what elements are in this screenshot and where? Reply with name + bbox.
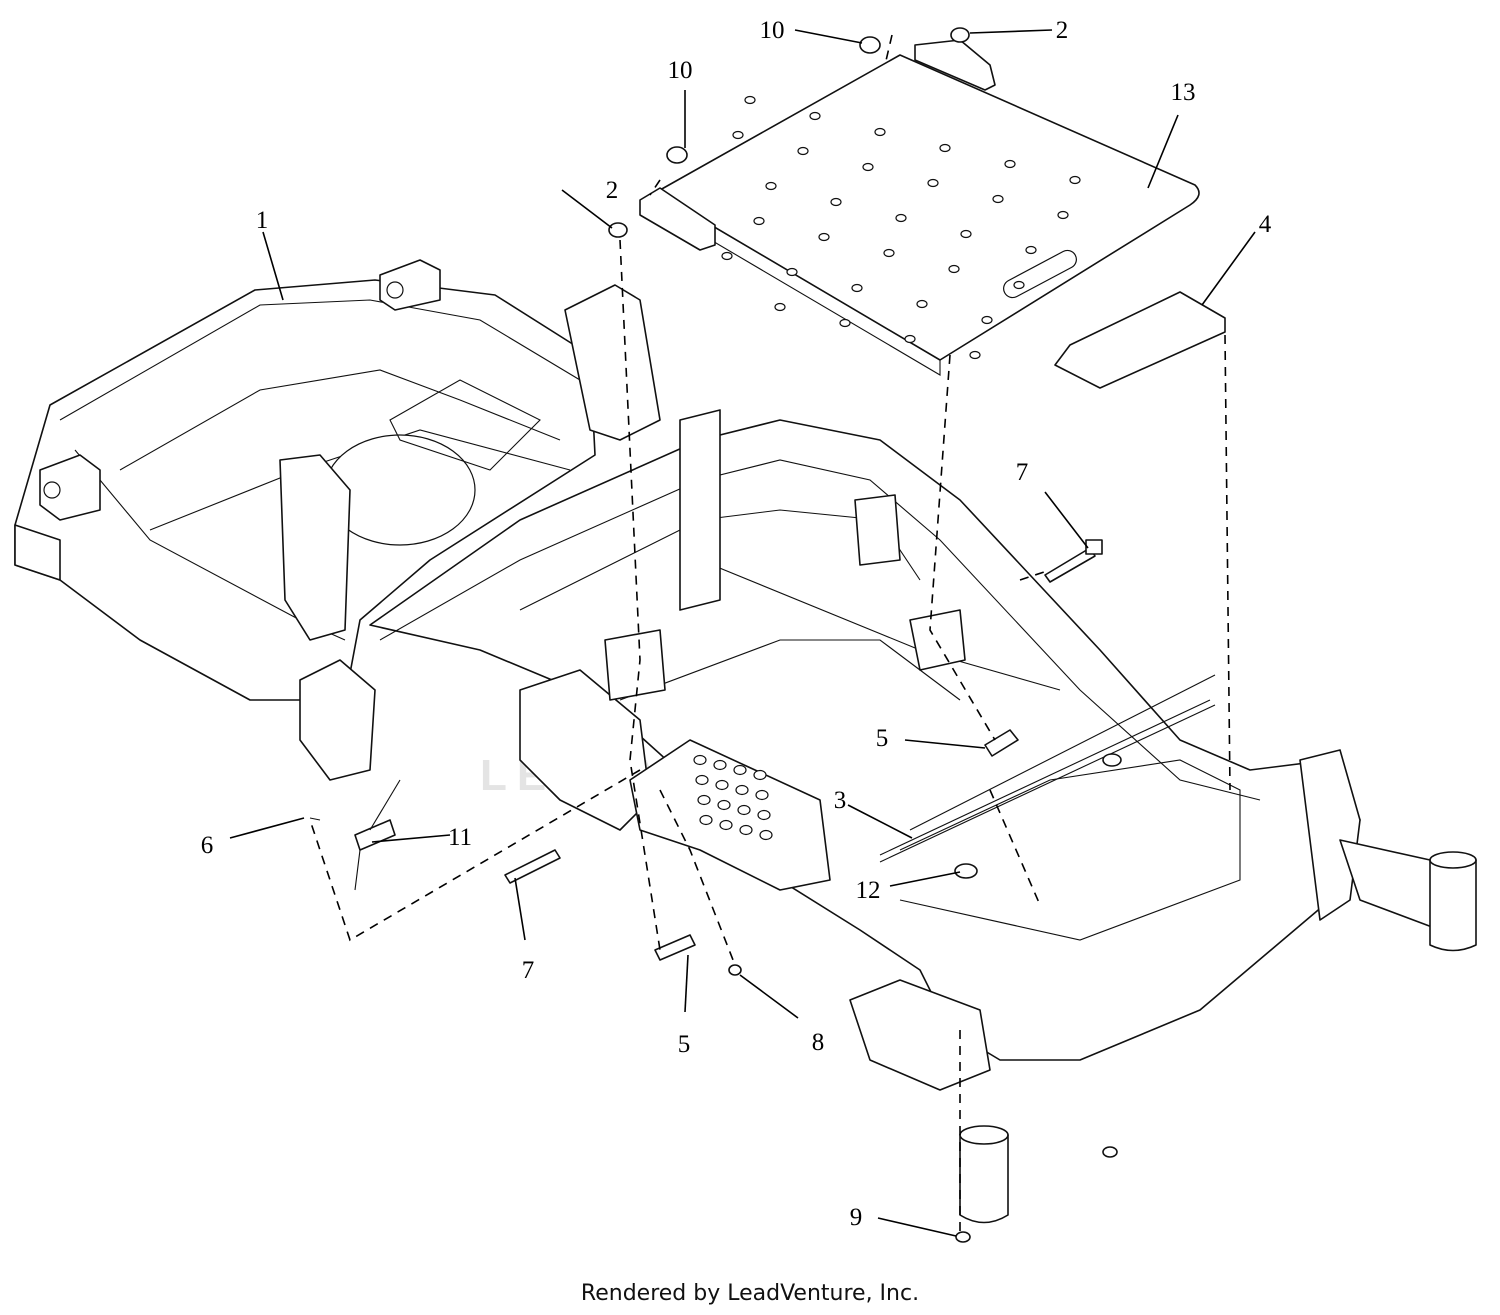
step-hole bbox=[735, 784, 749, 796]
callout-9: 9 bbox=[850, 1204, 863, 1231]
plate-hole bbox=[862, 162, 874, 172]
step-hole bbox=[715, 779, 729, 791]
plate-hole bbox=[809, 111, 821, 121]
callout-7: 7 bbox=[522, 957, 535, 984]
plate-hole bbox=[797, 146, 809, 156]
step-hole bbox=[733, 764, 747, 776]
callout-13: 13 bbox=[1171, 79, 1196, 106]
callout-8: 8 bbox=[812, 1029, 825, 1056]
plate-hole bbox=[992, 194, 1004, 204]
clevis-pin-11-handle-b bbox=[354, 849, 361, 891]
plate-hole-grid bbox=[721, 95, 1081, 360]
step-hole bbox=[719, 819, 733, 831]
step-hole bbox=[695, 774, 709, 786]
callout-2: 2 bbox=[1056, 17, 1069, 44]
plate-hole bbox=[939, 143, 951, 153]
callout-1: 1 bbox=[256, 207, 269, 234]
callout-6: 6 bbox=[201, 832, 214, 859]
plate-hole bbox=[774, 302, 786, 312]
step-hole bbox=[753, 769, 767, 781]
clevis-pin-11-handle-a bbox=[369, 779, 401, 831]
bushing-5a bbox=[984, 729, 1019, 757]
step-hole bbox=[693, 754, 707, 766]
step-hole bbox=[737, 804, 751, 816]
plate-hole bbox=[1004, 159, 1016, 169]
pin-7b bbox=[504, 849, 561, 884]
plate-hole bbox=[895, 213, 907, 223]
plate-hole bbox=[851, 283, 863, 293]
render-credit: Rendered by LeadVenture, Inc. bbox=[580, 1281, 920, 1306]
step-hole bbox=[713, 759, 727, 771]
step-hole-grid bbox=[693, 754, 773, 841]
callout-3: 3 bbox=[834, 787, 847, 814]
hardware bbox=[309, 27, 1122, 1243]
callout-5: 5 bbox=[876, 725, 889, 752]
plate-hole bbox=[927, 178, 939, 188]
step-hole bbox=[759, 829, 773, 841]
step-hole bbox=[697, 794, 711, 806]
rear-deck-plate bbox=[639, 39, 1200, 376]
plate-hole bbox=[874, 127, 886, 137]
frame-exploded-view: LEADVENTURE bbox=[14, 17, 1477, 1243]
step-hole bbox=[755, 789, 769, 801]
bumper-12 bbox=[954, 863, 978, 879]
callout-2: 2 bbox=[606, 177, 619, 204]
callout-11: 11 bbox=[448, 824, 472, 851]
main-chassis-frame bbox=[14, 259, 661, 781]
nut-9 bbox=[955, 1231, 971, 1243]
step-hole bbox=[717, 799, 731, 811]
plate-hole bbox=[830, 197, 842, 207]
plate-hole bbox=[1057, 210, 1069, 220]
nut-10a bbox=[859, 36, 881, 54]
nut-8 bbox=[728, 964, 742, 976]
callout-4: 4 bbox=[1259, 211, 1272, 238]
cotter-pin-6 bbox=[309, 817, 321, 821]
plate-hole bbox=[1069, 175, 1081, 185]
plate-hole bbox=[948, 264, 960, 274]
assembly-lines bbox=[309, 34, 1231, 1235]
plate-hole bbox=[916, 299, 928, 309]
nut-10b bbox=[666, 146, 688, 164]
plate-hole bbox=[765, 181, 777, 191]
bumper-extra bbox=[1102, 753, 1122, 767]
bushing-5b bbox=[654, 934, 696, 961]
callout-12: 12 bbox=[856, 877, 881, 904]
callout-7: 7 bbox=[1016, 459, 1029, 486]
plate-hole bbox=[786, 267, 798, 277]
plate-hole bbox=[1013, 280, 1025, 290]
plate-hole bbox=[839, 318, 851, 328]
step-hole bbox=[757, 809, 771, 821]
nut-extra bbox=[1102, 1146, 1118, 1158]
plate-hole bbox=[981, 315, 993, 325]
plate-hole bbox=[753, 216, 765, 226]
plate-hole bbox=[732, 130, 744, 140]
plate-hole bbox=[1025, 245, 1037, 255]
step-hole bbox=[739, 824, 753, 836]
step-hole bbox=[699, 814, 713, 826]
callout-10: 10 bbox=[760, 17, 785, 44]
plate-hole bbox=[883, 248, 895, 258]
pin-7a-head bbox=[1085, 539, 1103, 555]
clevis-pin-11 bbox=[354, 819, 396, 851]
callout-5: 5 bbox=[678, 1031, 691, 1058]
callout-10: 10 bbox=[668, 57, 693, 84]
pin-7a bbox=[1044, 547, 1096, 583]
plate-hole bbox=[721, 251, 733, 261]
center-frame bbox=[369, 409, 1477, 1224]
plate-hole bbox=[904, 334, 916, 344]
trim-plate bbox=[1054, 291, 1226, 389]
leader-lines bbox=[229, 29, 1256, 1237]
deck-rods bbox=[879, 674, 1216, 863]
plate-hole bbox=[969, 350, 981, 360]
plate-hole bbox=[744, 95, 756, 105]
washer-2b bbox=[608, 222, 628, 238]
plate-hole bbox=[960, 229, 972, 239]
plate-hole bbox=[818, 232, 830, 242]
washer-2a bbox=[950, 27, 970, 43]
